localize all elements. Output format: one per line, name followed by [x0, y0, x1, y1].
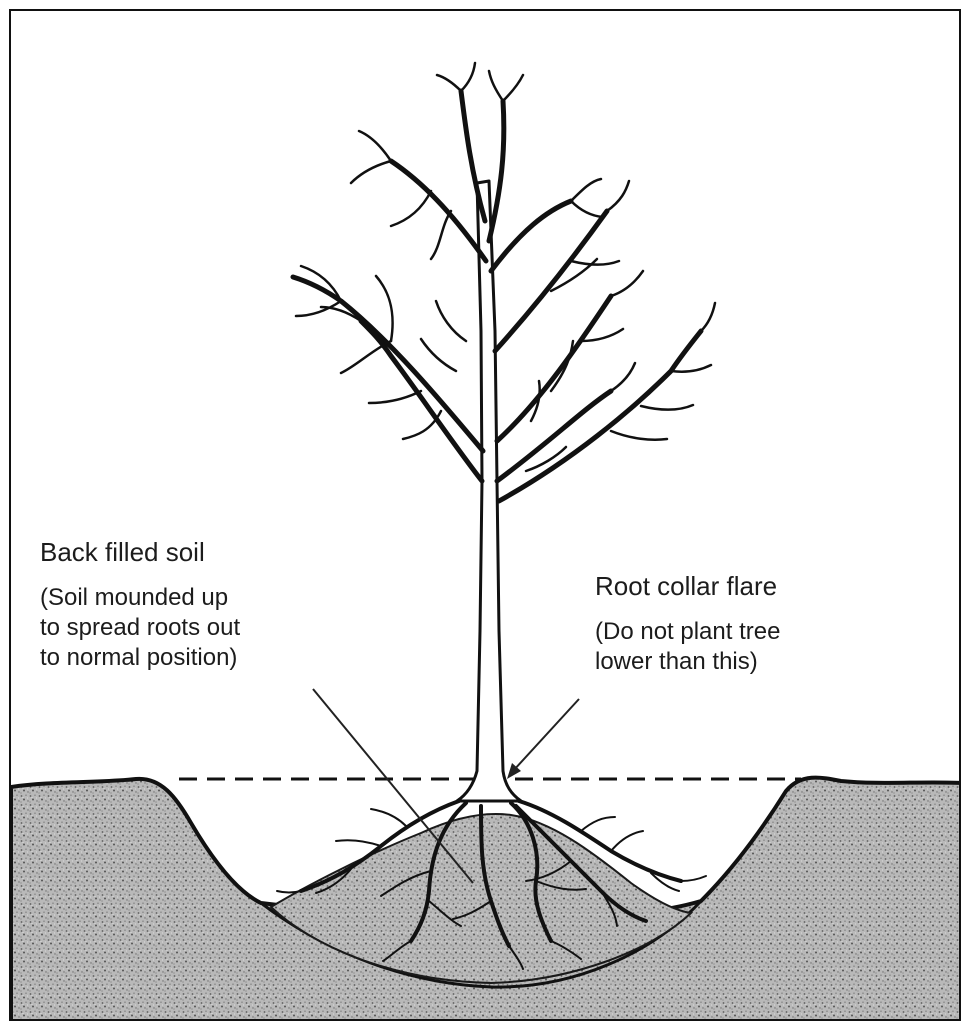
tree-trunk: [457, 181, 521, 801]
root-collar-leader-line: [513, 699, 579, 771]
tree-branches: [293, 63, 715, 501]
backfill-note-line-3: to normal position): [40, 643, 240, 673]
root-collar-label: Root collar flare (Do not plant tree low…: [595, 571, 780, 677]
root-collar-title: Root collar flare: [595, 571, 780, 601]
root-collar-note-line-1: (Do not plant tree: [595, 617, 780, 647]
backfill-note: (Soil mounded up to spread roots out to …: [40, 583, 240, 673]
tree-planting-illustration: [11, 11, 961, 1021]
diagram-frame: Back filled soil (Soil mounded up to spr…: [9, 9, 961, 1021]
backfill-title: Back filled soil: [40, 537, 240, 567]
backfill-label: Back filled soil (Soil mounded up to spr…: [40, 537, 240, 673]
backfill-note-line-2: to spread roots out: [40, 613, 240, 643]
root-collar-note: (Do not plant tree lower than this): [595, 617, 780, 677]
root-collar-note-line-2: lower than this): [595, 647, 780, 677]
backfill-note-line-1: (Soil mounded up: [40, 583, 240, 613]
